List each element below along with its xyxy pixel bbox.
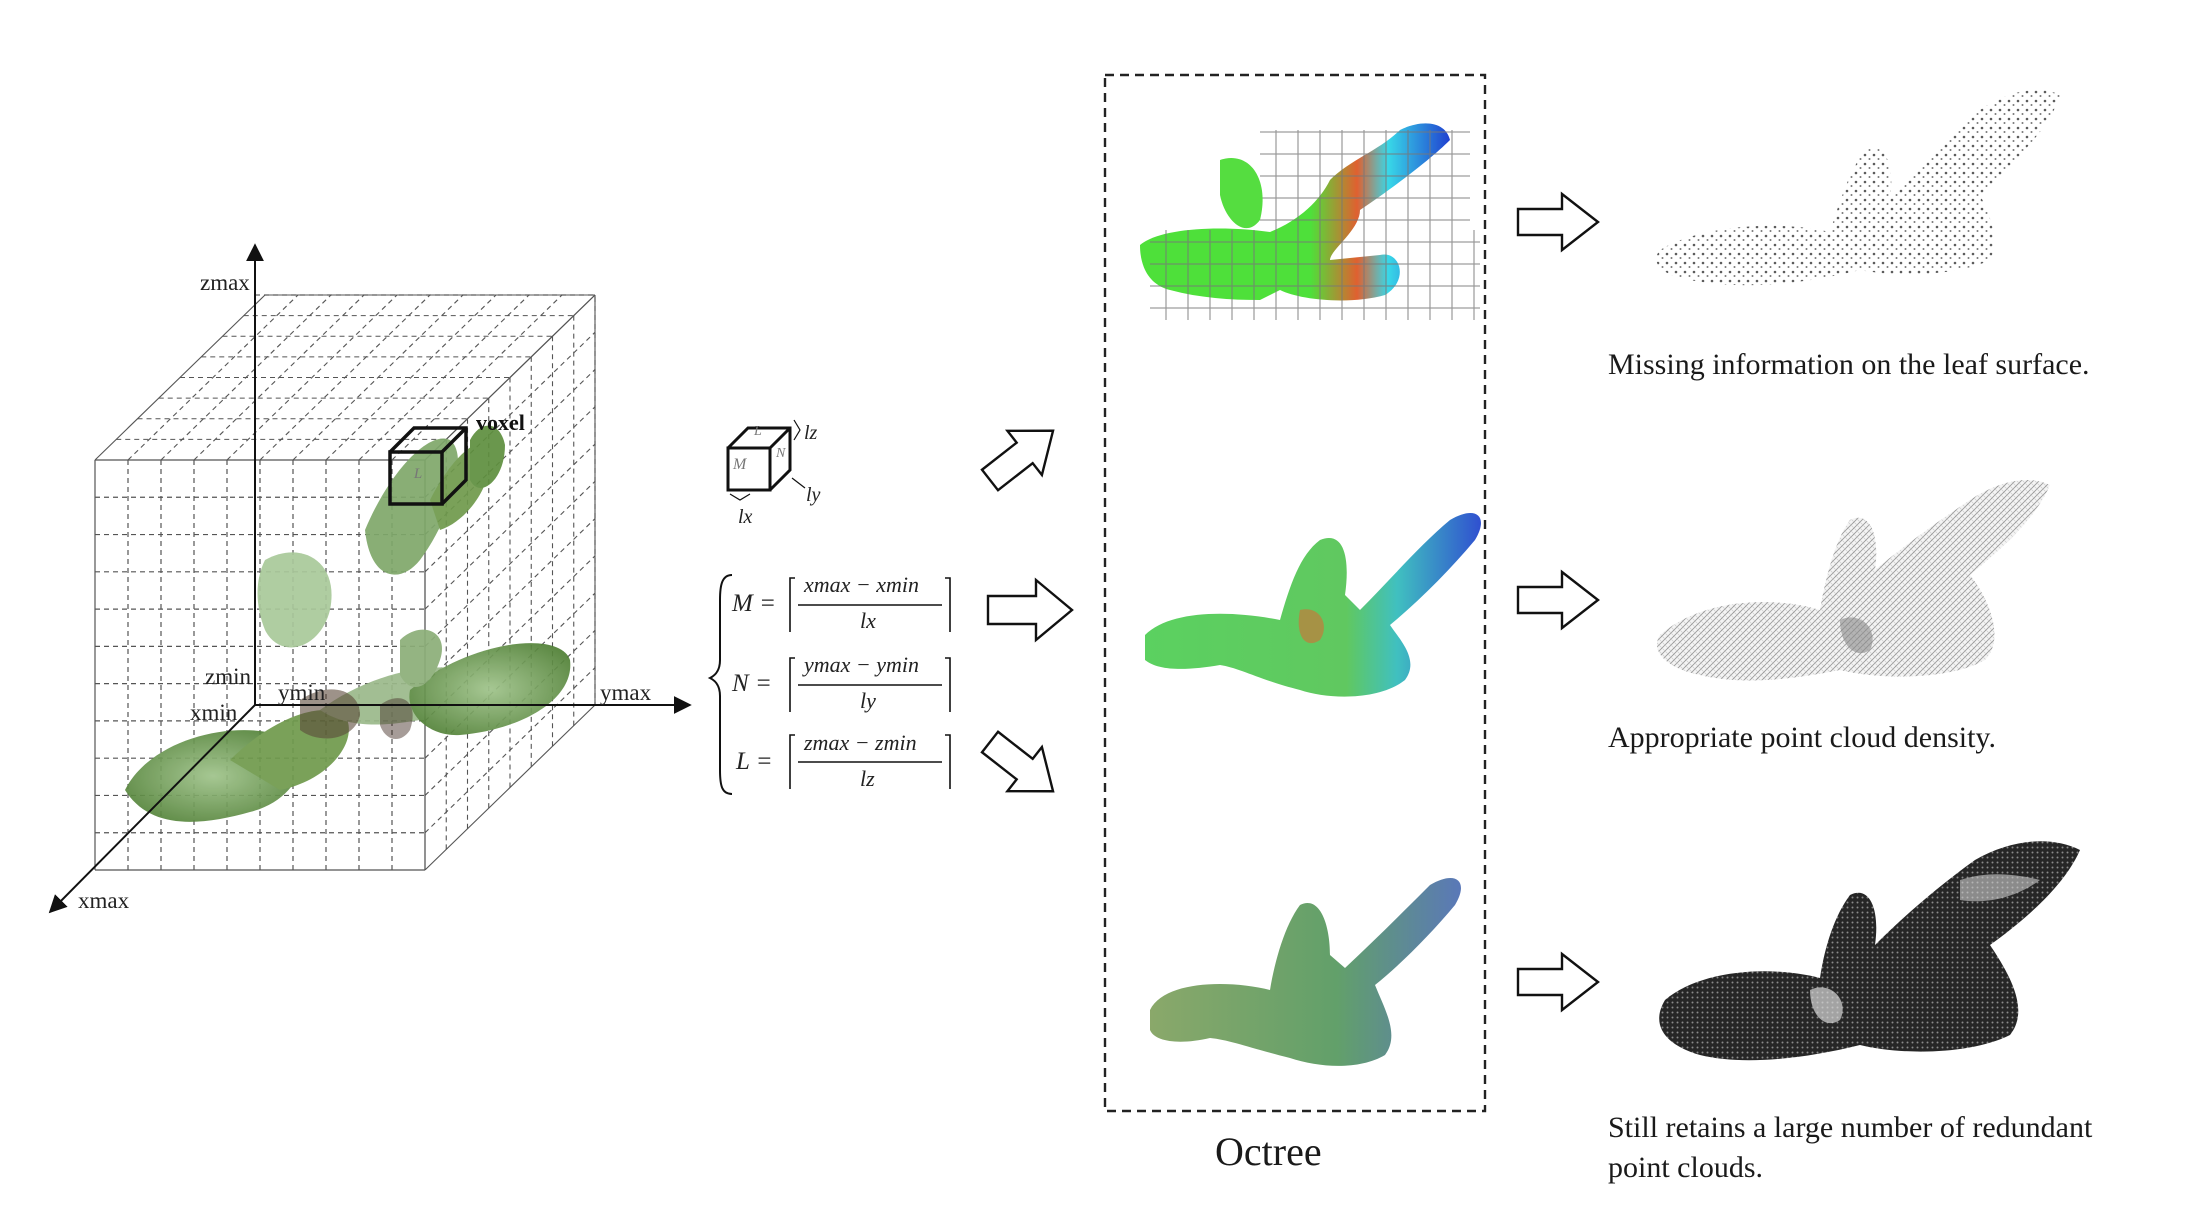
- equation-m-denominator: lx: [860, 608, 876, 633]
- octree-fine: [1150, 877, 1461, 1066]
- fan-arrow-down: [980, 730, 1055, 793]
- voxel-size-box: [726, 426, 792, 492]
- caption-redundant-line2: point clouds.: [1608, 1151, 1763, 1184]
- equation-brace: [707, 574, 733, 795]
- voxel-length-z: lz: [804, 422, 818, 444]
- equation-l-denominator: lz: [860, 766, 875, 791]
- voxel-size-brackets: [729, 419, 806, 501]
- result-arrow-1: [1516, 191, 1600, 253]
- voxel-length-x: lx: [738, 506, 753, 528]
- equation-l-lhs: L =: [736, 748, 773, 775]
- voxel-face-m: M: [733, 456, 747, 473]
- axis-label-z-max: zmax: [200, 270, 250, 295]
- result-arrow-3: [1516, 951, 1600, 1013]
- axis-label-x-min: xmin: [190, 700, 238, 725]
- octree-medium: [1145, 512, 1481, 697]
- axis-label-y-max: ymax: [600, 680, 652, 705]
- voxel-face-n: N: [776, 446, 786, 461]
- axes: [48, 243, 692, 914]
- fan-arrow-up: [980, 429, 1055, 492]
- cube-side-grid: [424, 294, 596, 871]
- result-appropriate-cloud: [1656, 480, 2050, 681]
- voxel-face-l: L: [413, 466, 422, 482]
- caption-missing-info: Missing information on the leaf surface.: [1608, 348, 2090, 381]
- caption-redundant-line1: Still retains a large number of redundan…: [1608, 1111, 2093, 1144]
- axis-label-y-min: ymin: [278, 680, 326, 705]
- fan-arrows: [986, 577, 1074, 643]
- octree-box: [1103, 73, 1487, 1113]
- cube-top-grid: [94, 294, 596, 461]
- equation-m-lhs: M =: [732, 590, 776, 617]
- result-redundant-cloud: [1659, 841, 2080, 1061]
- voxel-label: voxel: [476, 410, 525, 435]
- voxel-grid-cube: L: [48, 243, 692, 914]
- voxel-length-y: ly: [806, 484, 821, 506]
- result-sparse-cloud: [1656, 90, 2060, 286]
- axis-label-z-min: zmin: [205, 664, 251, 689]
- equation-l-numerator: zmax − zmin: [804, 730, 917, 755]
- voxel-highlight: [388, 426, 468, 506]
- equation-n-lhs: N =: [732, 670, 772, 697]
- octree-coarse: [1140, 123, 1480, 320]
- leaf-point-cloud: [125, 425, 571, 822]
- equation-n-numerator: ymax − ymin: [804, 652, 920, 677]
- equation-m-numerator: xmax − xmin: [804, 572, 920, 597]
- voxel-face-l-small: L: [754, 424, 762, 439]
- equation-n-denominator: ly: [860, 688, 876, 713]
- result-arrow-2: [1516, 569, 1600, 631]
- equation-fraction-bars: [789, 577, 951, 789]
- octree-label: Octree: [1215, 1129, 1322, 1174]
- axis-label-x-max: xmax: [78, 888, 130, 913]
- caption-appropriate-density: Appropriate point cloud density.: [1608, 721, 1996, 754]
